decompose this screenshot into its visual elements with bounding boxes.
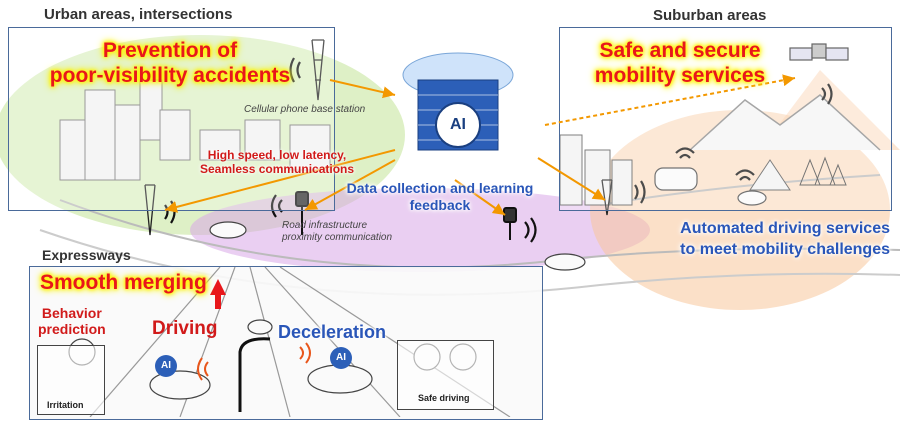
suburban-headline: Safe and secure mobility services	[594, 39, 766, 87]
merge-arrow	[210, 279, 226, 309]
automated-driving-label: Automated driving services to meet mobil…	[680, 220, 890, 258]
road-main	[59, 199, 900, 269]
expressway-signal-waves	[197, 342, 311, 381]
cellular-base-station-label: Cellular phone base station	[244, 104, 366, 115]
ai-hub-badge: AI	[450, 116, 466, 133]
high-speed-label: High speed, low latency, Seamless commun…	[200, 148, 355, 176]
irritation-box	[37, 345, 105, 415]
data-collection-label: Data collection and learning feedback	[346, 180, 534, 213]
expressways-section-title: Expressways	[42, 247, 131, 263]
driving-label: Driving	[152, 318, 218, 339]
urban-headline: Prevention of poor-visibility accidents	[49, 39, 291, 87]
satellite-icon	[789, 43, 849, 61]
road-infrastructure-label: Road infrastructure proximity communicat…	[282, 220, 393, 243]
cars	[209, 167, 767, 271]
suburban-panel	[559, 27, 892, 211]
urban-section-title: Urban areas, intersections	[44, 6, 233, 23]
urban-buildings	[59, 79, 331, 181]
ai-car-badge-right: AI	[330, 347, 352, 369]
trees	[799, 156, 847, 186]
deceleration-label: Deceleration	[278, 322, 387, 342]
safe-driving-label: Safe driving	[418, 393, 470, 403]
streetlight	[238, 337, 271, 412]
expressway-cars	[149, 319, 373, 400]
behavior-prediction-label: Behavior prediction	[38, 305, 106, 337]
safe-driving-box	[397, 340, 494, 410]
suburban-section-title: Suburban areas	[653, 7, 767, 24]
mountains	[689, 94, 881, 151]
irritation-label: Irritation	[47, 400, 84, 410]
ai-hub: AI	[398, 45, 518, 175]
ai-car-badge-left: AI	[155, 355, 177, 377]
expressway-headline: Smooth merging	[40, 271, 207, 294]
ai-cloud-icon	[402, 52, 514, 151]
suburban-buildings	[559, 134, 791, 206]
